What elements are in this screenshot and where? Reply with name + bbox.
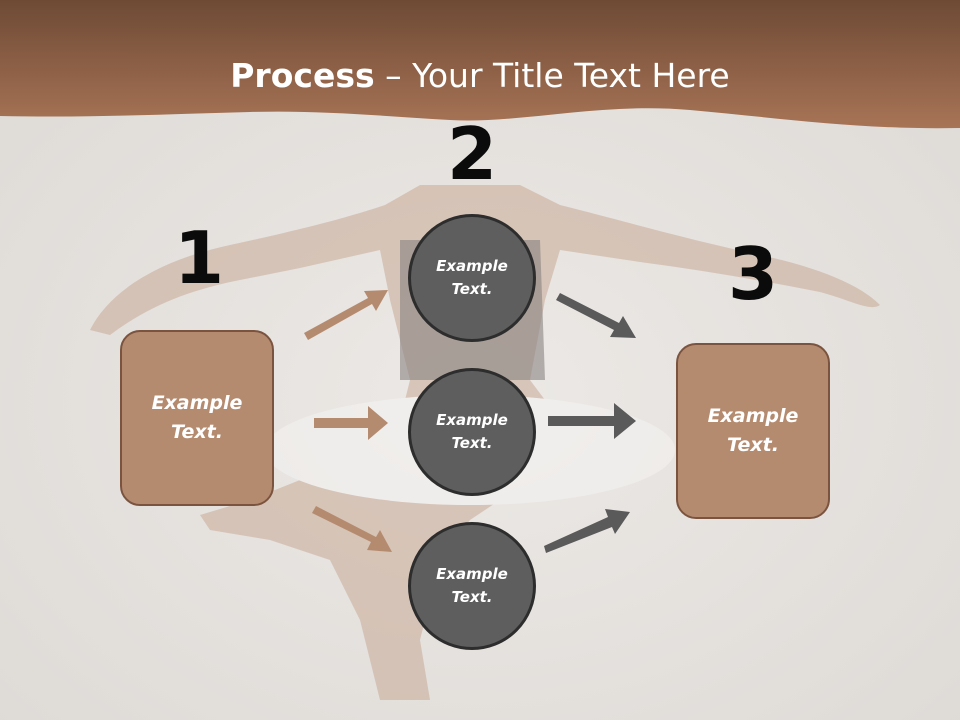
circle-top: Example Text. (408, 214, 536, 342)
circle-top-line2: Text. (451, 280, 493, 298)
left-arrow-group (304, 290, 392, 552)
step-number-1: 1 (173, 216, 225, 300)
arrow-from-circle-middle (548, 403, 636, 439)
step-number-3: 3 (727, 232, 779, 316)
title-rest: – Your Title Text Here (374, 56, 730, 95)
left-box-line2: Text. (171, 421, 223, 443)
circle-bottom-line1: Example (436, 565, 508, 583)
arrow-to-circle-middle (314, 406, 388, 440)
left-box-line1: Example (151, 392, 243, 414)
right-box-line1: Example (707, 405, 799, 427)
arrow-from-circle-top (556, 293, 636, 338)
right-arrow-group (544, 293, 636, 553)
circle-middle-line2: Text. (451, 434, 493, 452)
arrow-to-circle-bottom (312, 506, 392, 552)
left-box: Example Text. (120, 330, 274, 506)
step-number-2: 2 (446, 112, 498, 196)
slide-title: Process – Your Title Text Here (0, 54, 960, 98)
circle-bottom-line2: Text. (451, 588, 493, 606)
circle-bottom: Example Text. (408, 522, 536, 650)
circle-top-line1: Example (436, 257, 508, 275)
arrow-to-circle-top (304, 290, 388, 340)
circle-middle: Example Text. (408, 368, 536, 496)
right-box-line2: Text. (727, 434, 779, 456)
title-bold: Process (230, 56, 375, 95)
right-box: Example Text. (676, 343, 830, 519)
circle-middle-line1: Example (436, 411, 508, 429)
arrow-from-circle-bottom (544, 509, 630, 553)
header-band (0, 0, 960, 129)
